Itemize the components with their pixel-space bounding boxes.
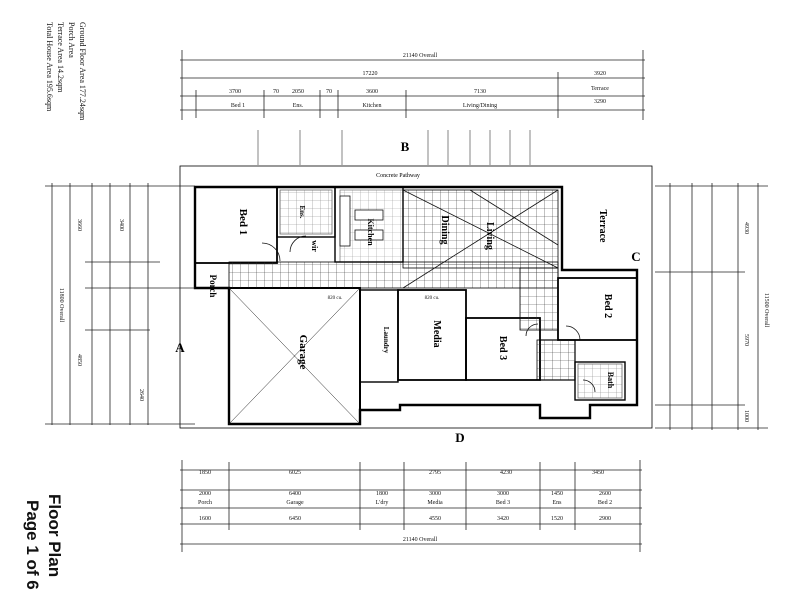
- bottom-label-porch: Porch: [198, 500, 212, 506]
- room-label-bed3: Bed 3: [497, 336, 508, 360]
- bottom-dim-6400: 6400: [289, 491, 301, 497]
- bottom-dim-3000a: 3000: [429, 491, 441, 497]
- bottom-label-bed3: Bed 3: [496, 500, 510, 506]
- bottom-dim-3450: 3450: [592, 470, 604, 476]
- top-dim-3600: 3600: [366, 89, 378, 95]
- bottom-dim-6450: 6450: [289, 516, 301, 522]
- bottom-dim-1800: 1800: [376, 491, 388, 497]
- top-dim-terrace: Terrace: [591, 86, 609, 92]
- room-label-bath: Bath: [606, 372, 615, 389]
- bottom-dim-4550: 4550: [429, 516, 441, 522]
- top-label-ens: Ens.: [293, 103, 304, 109]
- elevation-markers: A B C D: [175, 139, 640, 445]
- top-dim-3920: 3920: [594, 71, 606, 77]
- top-label-living: Living/Dining: [463, 103, 497, 109]
- elevation-marker-c: C: [631, 249, 640, 264]
- bottom-label-bed2: Bed 2: [598, 500, 612, 506]
- bottom-dimension-text: 1850 6025 2795 4230 3450 2000 6400 1800 …: [198, 470, 612, 543]
- right-dimension-text: 11500 Overall 4930 5970 1000: [743, 222, 769, 422]
- bottom-dimension-lines: [180, 460, 642, 552]
- top-overall-dim: 21140 Overall: [403, 53, 438, 59]
- left-dim-2640: 2640: [138, 389, 144, 401]
- left-overall-dim: 11800 Overall: [58, 288, 64, 323]
- right-dim-5970: 5970: [743, 334, 749, 346]
- room-label-terrace: Terrace: [597, 210, 608, 244]
- room-label-porch: Porch: [208, 275, 218, 298]
- porch-area: Porch Area: [67, 22, 76, 58]
- window-schedule-marks: [257, 130, 531, 165]
- bottom-dim-2900: 2900: [599, 516, 611, 522]
- room-label-bed1: Bed 1: [237, 209, 249, 236]
- opening-notes: 820 cu. 820 cu.: [328, 296, 440, 301]
- room-label-living: Living: [484, 222, 495, 250]
- top-dimension-lines: [180, 50, 645, 120]
- bottom-label-ldry: L'dry: [376, 500, 389, 506]
- bottom-dim-3420: 3420: [497, 516, 509, 522]
- left-dim-3400: 3400: [118, 219, 124, 231]
- bottom-dim-2600: 2600: [599, 491, 611, 497]
- left-dimension-text: 11800 Overall 3660 3400 4850 2640: [58, 219, 144, 401]
- top-dim-70a: 70: [273, 89, 279, 95]
- elevation-marker-a: A: [175, 340, 185, 355]
- room-label-kitchen: Kitchen: [366, 218, 375, 246]
- top-label-kitchen: Kitchen: [363, 103, 382, 109]
- room-label-bed2: Bed 2: [602, 294, 613, 318]
- elevation-marker-d: D: [455, 430, 464, 445]
- bottom-dim-1600: 1600: [199, 516, 211, 522]
- room-label-garage: Garage: [297, 335, 309, 370]
- bottom-label-ens: Ens: [553, 500, 563, 506]
- top-dim-17220: 17220: [363, 71, 378, 77]
- top-dim-70b: 70: [326, 89, 332, 95]
- left-dimension-lines: [45, 183, 195, 425]
- page-title: Floor Plan: [45, 494, 64, 578]
- room-label-ens: Ens.: [298, 205, 306, 218]
- terrace-area: Terrace Area 14.2sqm: [56, 22, 65, 93]
- left-dim-3660: 3660: [76, 219, 82, 231]
- bottom-dim-6025: 6025: [289, 470, 301, 476]
- right-overall-dim: 11500 Overall: [763, 293, 769, 328]
- kitchen-benches: [339, 195, 384, 247]
- top-dim-3700: 3700: [229, 89, 241, 95]
- door-swings: [261, 235, 596, 393]
- right-dimension-lines: [655, 183, 768, 430]
- left-dim-4850: 4850: [76, 354, 82, 366]
- top-dimension-text: 21140 Overall 17220 3920 Terrace 3700 70…: [229, 53, 609, 109]
- bottom-dim-1850: 1850: [199, 470, 211, 476]
- top-dim-3290: 3290: [594, 99, 606, 105]
- top-dim-7130: 7130: [474, 89, 486, 95]
- room-label-laundry: Laundry: [382, 327, 390, 354]
- ground-floor-area: Ground Floor Area 177.24sqm: [78, 22, 87, 121]
- room-label-dining: Dining: [439, 216, 450, 245]
- right-dim-1000: 1000: [743, 410, 749, 422]
- bottom-dim-1520: 1520: [551, 516, 563, 522]
- bottom-dim-3000b: 3000: [497, 491, 509, 497]
- room-label-wir: wir: [310, 240, 319, 252]
- area-schedule: Ground Floor Area 177.24sqm Porch Area T…: [44, 22, 88, 120]
- page-number: Page 1 of 6: [23, 500, 42, 590]
- label-concrete-pathway: Concrete Pathway: [376, 173, 420, 179]
- bottom-overall-dim: 21140 Overall: [403, 537, 438, 543]
- bottom-dim-2795: 2795: [429, 470, 441, 476]
- room-labels: Bed 1 Bed 2 Bed 3 Ens. Kitchen wir Dinin…: [208, 173, 615, 389]
- bottom-dim-4230: 4230: [500, 470, 512, 476]
- note-garage-opening: 820 cu.: [328, 296, 343, 301]
- top-label-bed1: Bed 1: [231, 103, 245, 109]
- total-house-area: Total House Area 195.6sqm: [45, 22, 54, 112]
- room-label-media: Media: [431, 320, 442, 347]
- bottom-label-media: Media: [427, 500, 443, 506]
- right-dim-4930: 4930: [743, 222, 749, 234]
- diagonal-guide-lines: [228, 189, 559, 425]
- bottom-label-garage: Garage: [286, 500, 304, 506]
- top-dim-2050: 2050: [292, 89, 304, 95]
- bottom-dim-2000: 2000: [199, 491, 211, 497]
- elevation-marker-b: B: [401, 139, 410, 154]
- bottom-dim-1450: 1450: [551, 491, 563, 497]
- note-media-opening: 820 cu.: [425, 296, 440, 301]
